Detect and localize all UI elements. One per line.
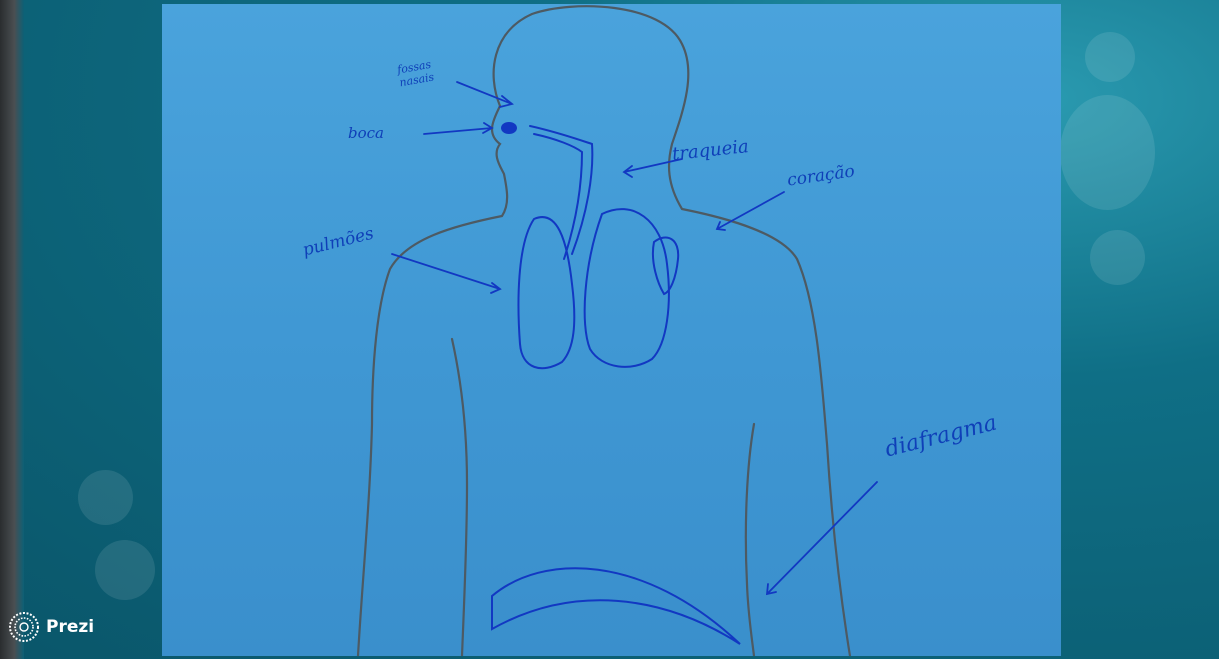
- mouth-mark: [502, 123, 516, 133]
- organs: [492, 123, 740, 644]
- window-edge: [0, 0, 24, 659]
- lung-left: [518, 217, 574, 368]
- body-outline: [358, 6, 850, 656]
- brand-name: Prezi: [46, 617, 94, 637]
- bokeh-decoration: [1060, 95, 1155, 210]
- diaphragm-shape: [492, 568, 740, 644]
- heart: [653, 237, 678, 294]
- label-boca: boca: [348, 124, 384, 142]
- bokeh-decoration: [1090, 230, 1145, 285]
- label-arrows: [392, 82, 877, 594]
- slide-image: fossas nasais boca traqueia coração pulm…: [162, 4, 1061, 656]
- prezi-logo-icon: [8, 611, 40, 643]
- respiratory-system-drawing: [162, 4, 1061, 656]
- bokeh-decoration: [1085, 32, 1135, 82]
- bokeh-decoration: [95, 540, 155, 600]
- prezi-logo[interactable]: Prezi: [8, 610, 94, 644]
- bokeh-decoration: [78, 470, 133, 525]
- lung-right: [585, 209, 669, 367]
